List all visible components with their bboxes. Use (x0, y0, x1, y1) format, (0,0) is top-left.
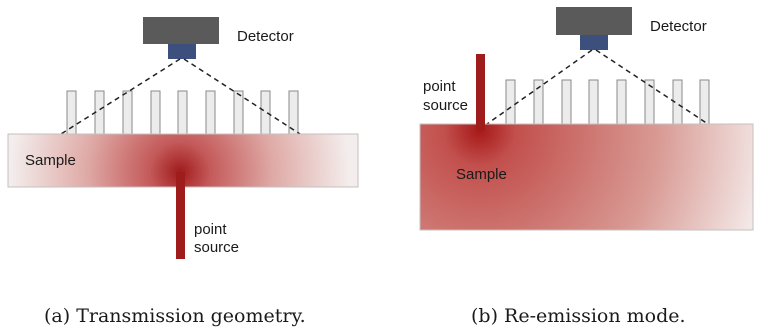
acceptance-cone (486, 49, 709, 125)
source-label-line2: source (423, 97, 468, 114)
collimator-icon (66, 90, 299, 135)
detector-sensor (580, 35, 608, 50)
detector-label: Detector (237, 28, 294, 45)
detector-sensor (168, 44, 196, 59)
source-label-line1: point (423, 78, 456, 95)
source-label-line2: source (194, 239, 239, 256)
detector-body (143, 17, 219, 44)
caption-b: (b) Re-emission mode. (471, 305, 686, 327)
sample-label: Sample (25, 152, 76, 169)
panel-b: Detector Sample point source (b) Re-emis… (419, 7, 754, 327)
point-source-icon (476, 54, 485, 130)
sample-slab (419, 123, 754, 231)
detector-body (556, 7, 632, 35)
caption-a: (a) Transmission geometry. (44, 305, 306, 327)
source-label-line1: point (194, 221, 227, 238)
detector-label: Detector (650, 18, 707, 35)
panel-a: Detector Sample point source (a) Transmi… (7, 17, 359, 327)
detector-icon (143, 17, 219, 59)
sample-label: Sample (456, 166, 507, 183)
detector-icon (556, 7, 632, 50)
point-source-icon (176, 172, 185, 259)
collimator-icon (505, 79, 710, 125)
acceptance-cone (60, 58, 301, 135)
